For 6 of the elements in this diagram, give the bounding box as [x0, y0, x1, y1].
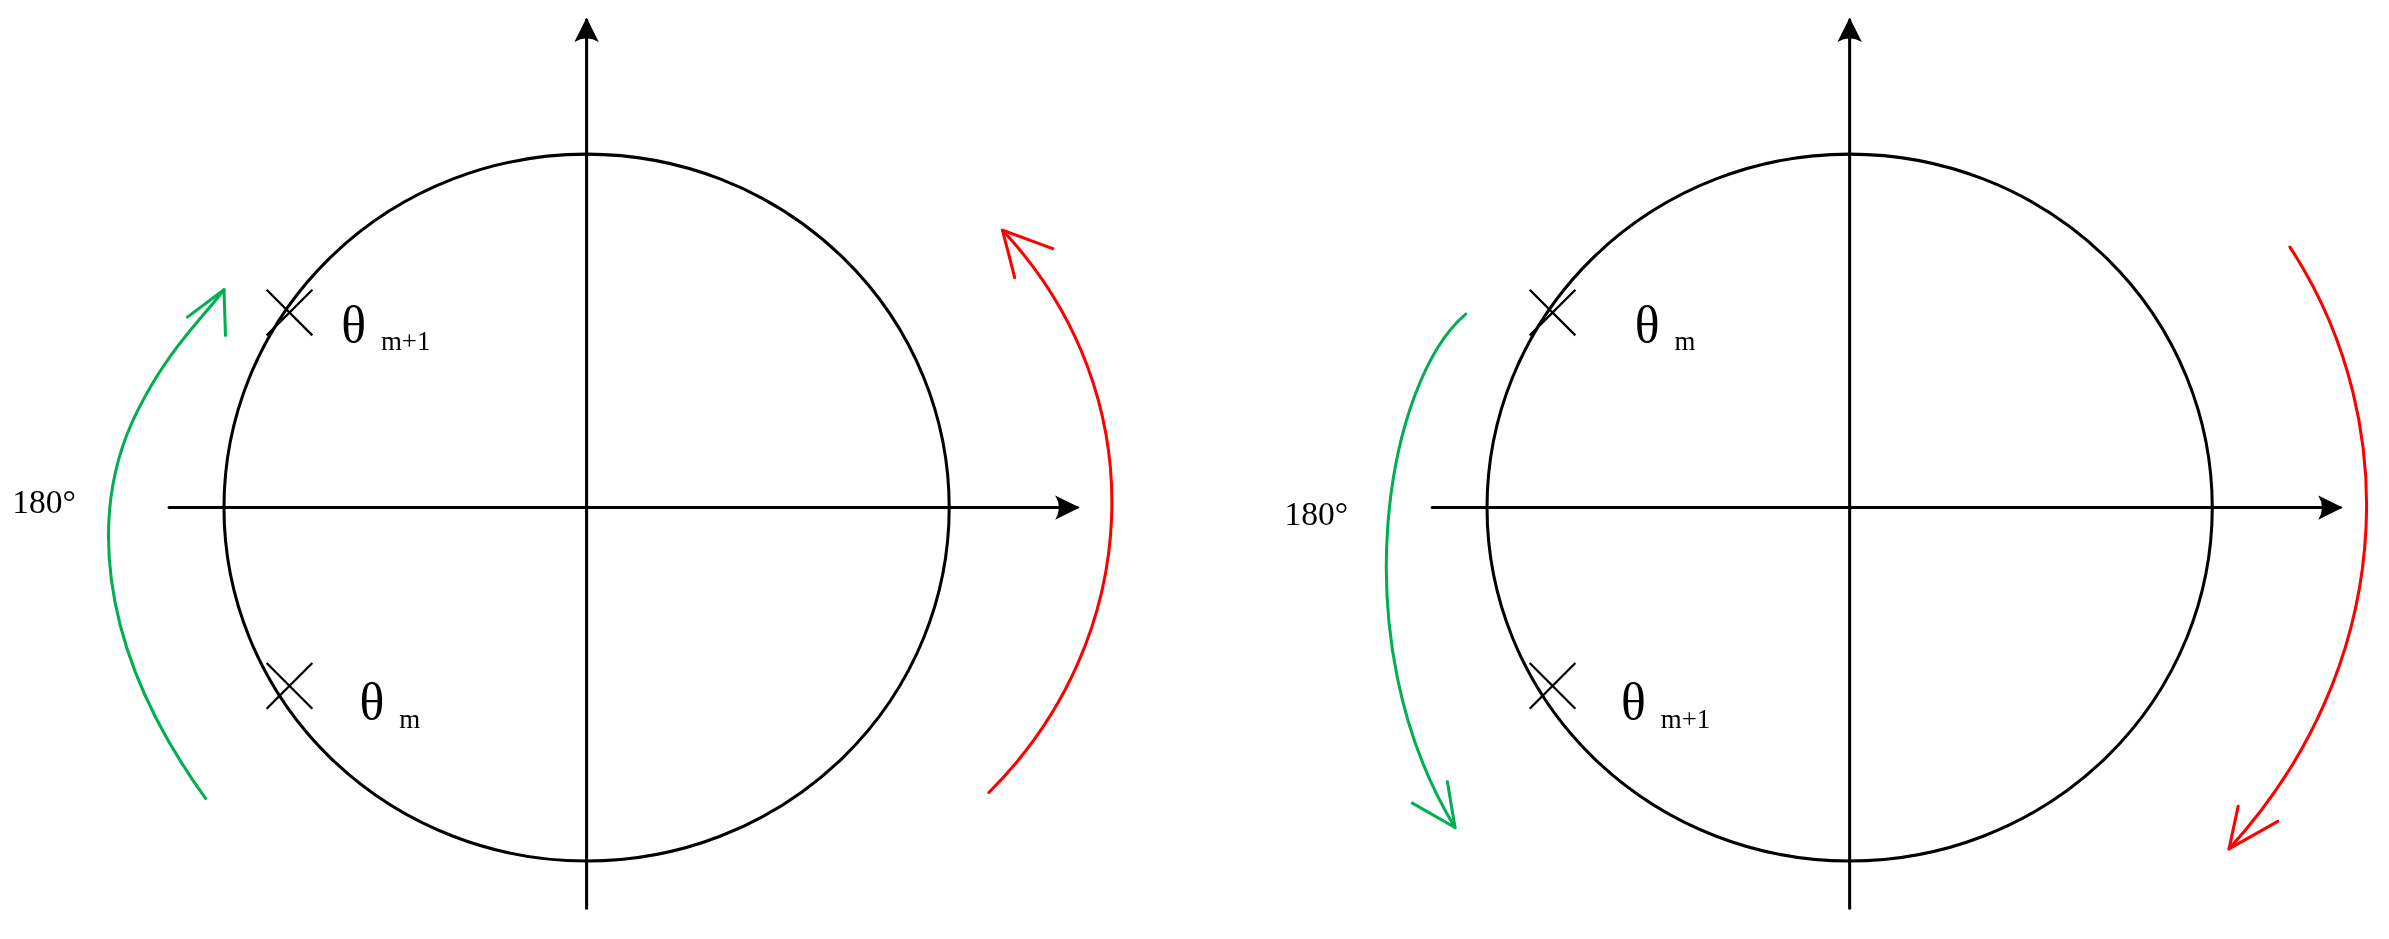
- angle-label: 180°: [12, 484, 76, 518]
- angle-label: θ$_{m}$: [359, 676, 421, 733]
- angle-label: θ$_{m}$: [1634, 298, 1696, 355]
- angle-label: θ$_{m+1}$: [1621, 676, 1711, 733]
- angle-label: 180°: [1284, 496, 1349, 531]
- angle-label: θ$_{m+1}$: [341, 298, 431, 355]
